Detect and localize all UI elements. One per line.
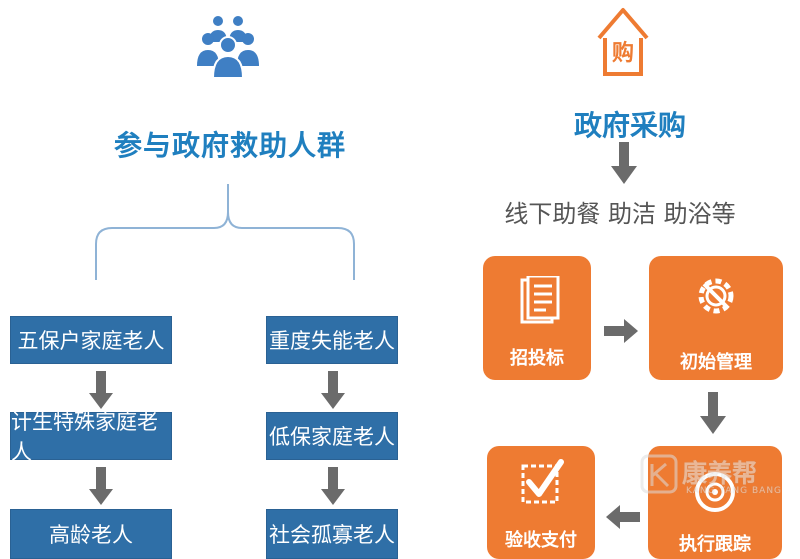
card-bidding-label: 招投标 <box>510 348 564 369</box>
gear-wrench-icon <box>698 278 734 314</box>
left-arrow <box>606 505 640 529</box>
left-title: 参与政府救助人群 <box>113 129 346 162</box>
card-execution-tracking-label: 执行跟踪 <box>679 534 751 555</box>
brace-connector <box>95 184 355 280</box>
box-wubaohu-elderly: 五保户家庭老人 <box>10 316 172 364</box>
box-advanced-age-elderly: 高龄老人 <box>10 509 172 559</box>
right-title: 政府采购 <box>573 109 686 142</box>
down-arrow <box>89 371 113 409</box>
card-acceptance-payment: 验收支付 <box>487 446 595 559</box>
target-icon <box>695 472 735 512</box>
document-list-icon <box>520 276 560 324</box>
watermark-subtext: KANG YANG BANG <box>686 486 783 496</box>
card-acceptance-payment-label: 验收支付 <box>505 530 577 551</box>
watermark: 康养帮 KANG YANG BANG <box>640 452 800 512</box>
card-initial-management: 初始管理 <box>649 256 783 380</box>
house-purchase-char: 购 <box>612 40 634 66</box>
group-of-people-icon <box>197 16 259 78</box>
watermark-text: 康养帮 <box>682 459 758 488</box>
down-arrow <box>89 467 113 505</box>
down-arrow <box>700 392 726 434</box>
down-arrow <box>611 142 637 184</box>
box-lonely-elderly: 社会孤寡老人 <box>266 509 398 559</box>
card-bidding: 招投标 <box>483 256 591 380</box>
card-initial-management-label: 初始管理 <box>680 352 752 373</box>
checkbox-check-icon <box>521 459 564 504</box>
house-purchase-icon: 购 <box>597 8 649 76</box>
card-execution-tracking: 执行跟踪 <box>648 446 782 559</box>
box-severely-disabled-elderly: 重度失能老人 <box>266 316 398 364</box>
box-family-planning-elderly: 计生特殊家庭老人 <box>10 410 172 464</box>
watermark-logo-icon <box>640 454 678 494</box>
right-arrow <box>604 319 638 343</box>
down-arrow <box>321 467 345 505</box>
box-low-income-elderly: 低保家庭老人 <box>266 412 398 460</box>
right-subtitle: 线下助餐 助洁 助浴等 <box>504 200 736 228</box>
down-arrow <box>321 371 345 409</box>
